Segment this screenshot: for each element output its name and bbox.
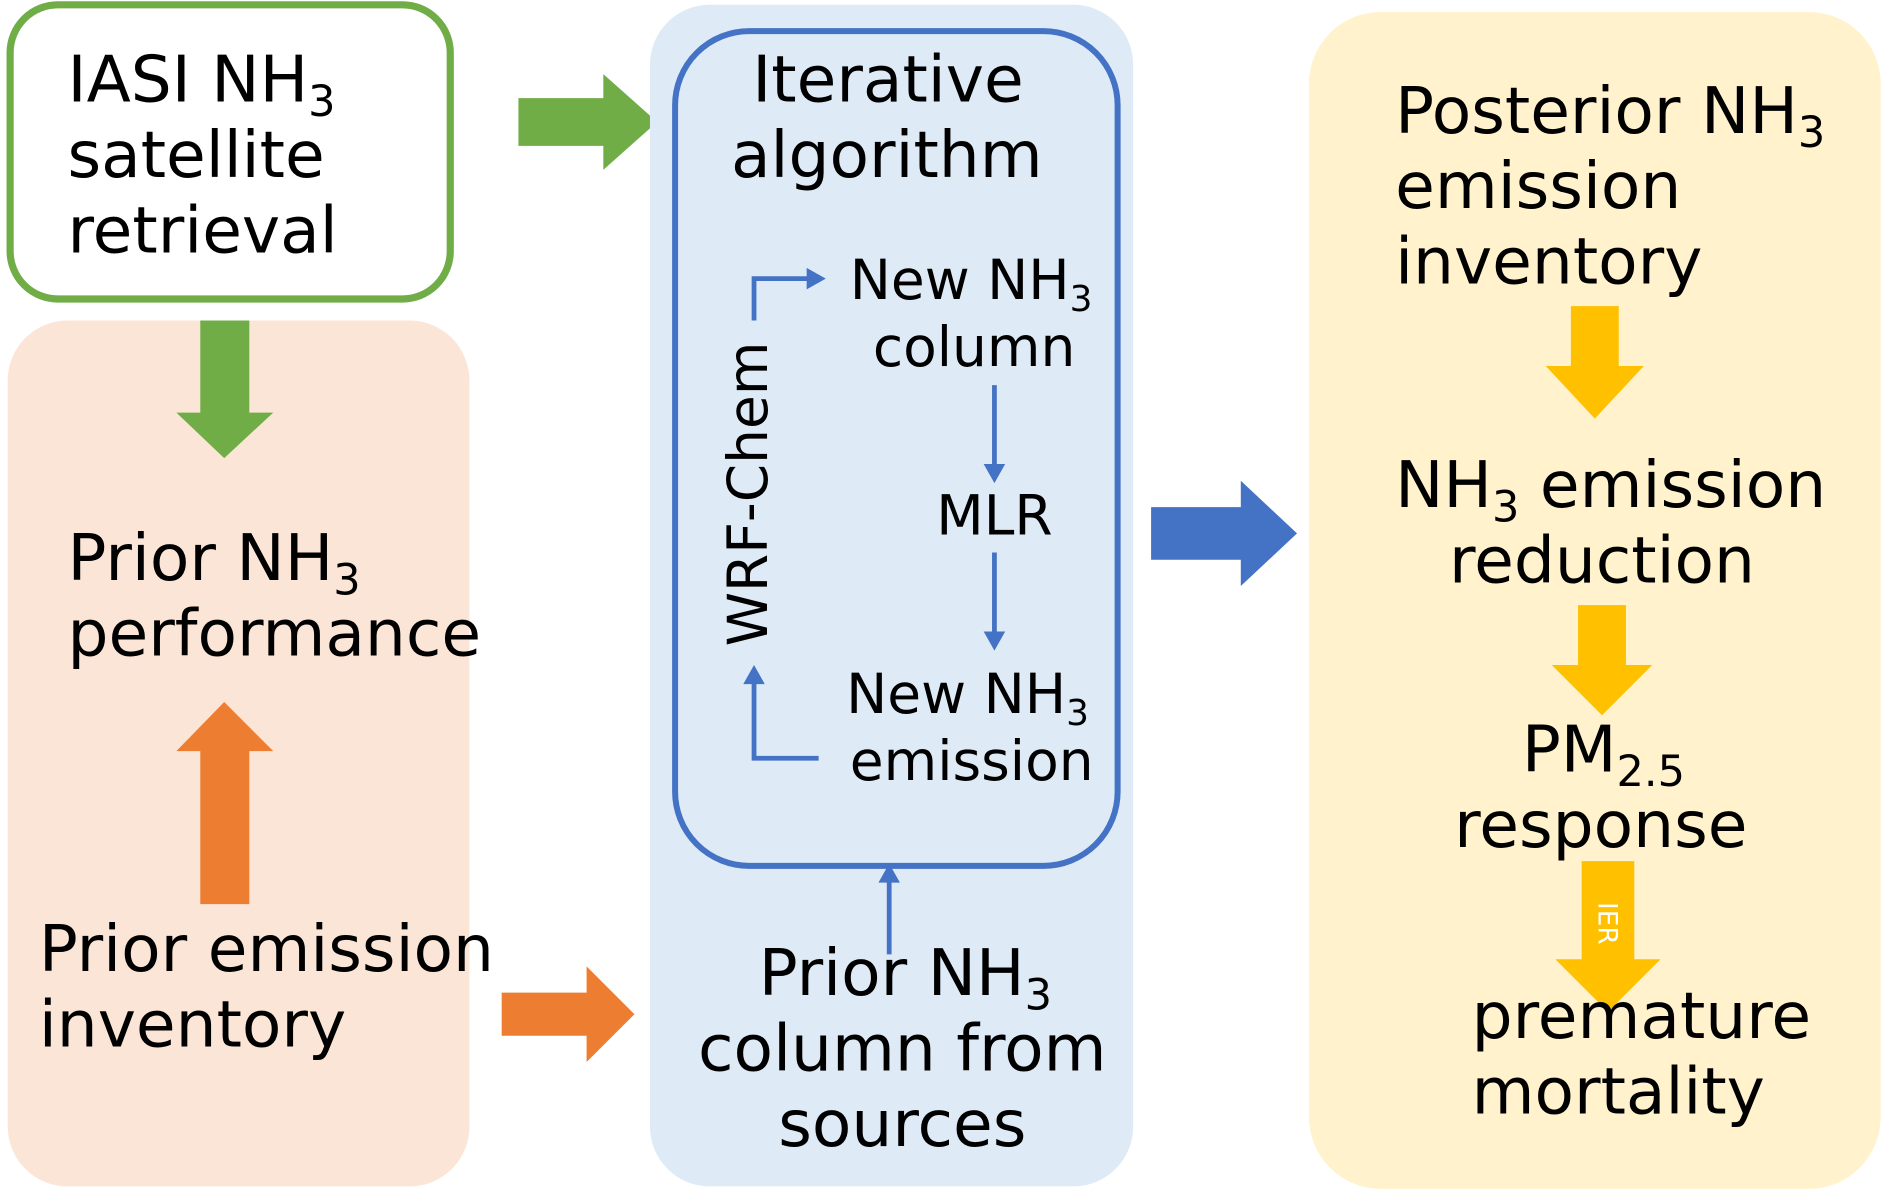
satellite-retrieval-box bbox=[6, 1, 454, 303]
wrf-chem-loop-arrow bbox=[743, 267, 826, 761]
posterior-line1: Posterior NH3 bbox=[1395, 74, 1825, 158]
satellite-label-line1: IASI NH3 bbox=[68, 43, 336, 127]
posterior-line3: inventory bbox=[1395, 224, 1702, 299]
green-right-arrow bbox=[518, 74, 658, 170]
iterative-title-line1: Iterative bbox=[752, 43, 1023, 118]
prior-column-line1: Prior NH3 bbox=[759, 936, 1052, 1020]
satellite-label-line3: retrieval bbox=[68, 193, 338, 268]
green-down-arrow bbox=[176, 320, 274, 459]
mortality-line2: mortality bbox=[1472, 1054, 1765, 1129]
gold-down-arrow-1 bbox=[1545, 306, 1644, 419]
results-panel bbox=[1308, 11, 1881, 1189]
satellite-label-line2: satellite bbox=[68, 118, 325, 193]
iterative-panel bbox=[649, 4, 1134, 1187]
new-emission-line2: emission bbox=[850, 729, 1094, 793]
new-column-line1: New NH3 bbox=[850, 248, 1093, 320]
prior-column-to-algorithm-arrow bbox=[878, 863, 900, 955]
mlr-label: MLR bbox=[936, 484, 1052, 548]
pm-line1: PM2.5 bbox=[1522, 712, 1685, 796]
gold-down-arrow-ier bbox=[1555, 861, 1661, 1012]
blue-right-arrow bbox=[1151, 480, 1298, 587]
mortality-line1: premature bbox=[1472, 979, 1811, 1054]
prior-inventory-line2: inventory bbox=[39, 988, 346, 1063]
iterative-algorithm-box bbox=[672, 28, 1121, 869]
new-emission-line1: New NH3 bbox=[846, 662, 1089, 734]
iterative-title-line2: algorithm bbox=[731, 118, 1043, 193]
prior-column-line3: sources bbox=[778, 1087, 1026, 1162]
prior-column-line2: column from bbox=[698, 1011, 1107, 1086]
mlr-to-emission-arrow bbox=[983, 552, 1006, 651]
wrf-chem-label: WRF-Chem bbox=[716, 342, 780, 647]
reduction-line2: reduction bbox=[1449, 523, 1755, 598]
prior-inventory-line1: Prior emission bbox=[39, 912, 494, 987]
column-to-mlr-arrow bbox=[983, 385, 1006, 484]
pm-line2: response bbox=[1454, 788, 1747, 863]
orange-right-arrow bbox=[501, 966, 635, 1063]
gold-down-arrow-2 bbox=[1551, 605, 1653, 716]
posterior-line2: emission bbox=[1395, 149, 1681, 224]
ier-label: IER bbox=[1591, 902, 1621, 945]
orange-up-arrow bbox=[176, 702, 274, 905]
reduction-line1: NH3 emission bbox=[1395, 448, 1826, 532]
prior-performance-line1: Prior NH3 bbox=[68, 521, 361, 605]
prior-performance-line2: performance bbox=[68, 596, 482, 671]
new-column-line2: column bbox=[873, 315, 1075, 379]
